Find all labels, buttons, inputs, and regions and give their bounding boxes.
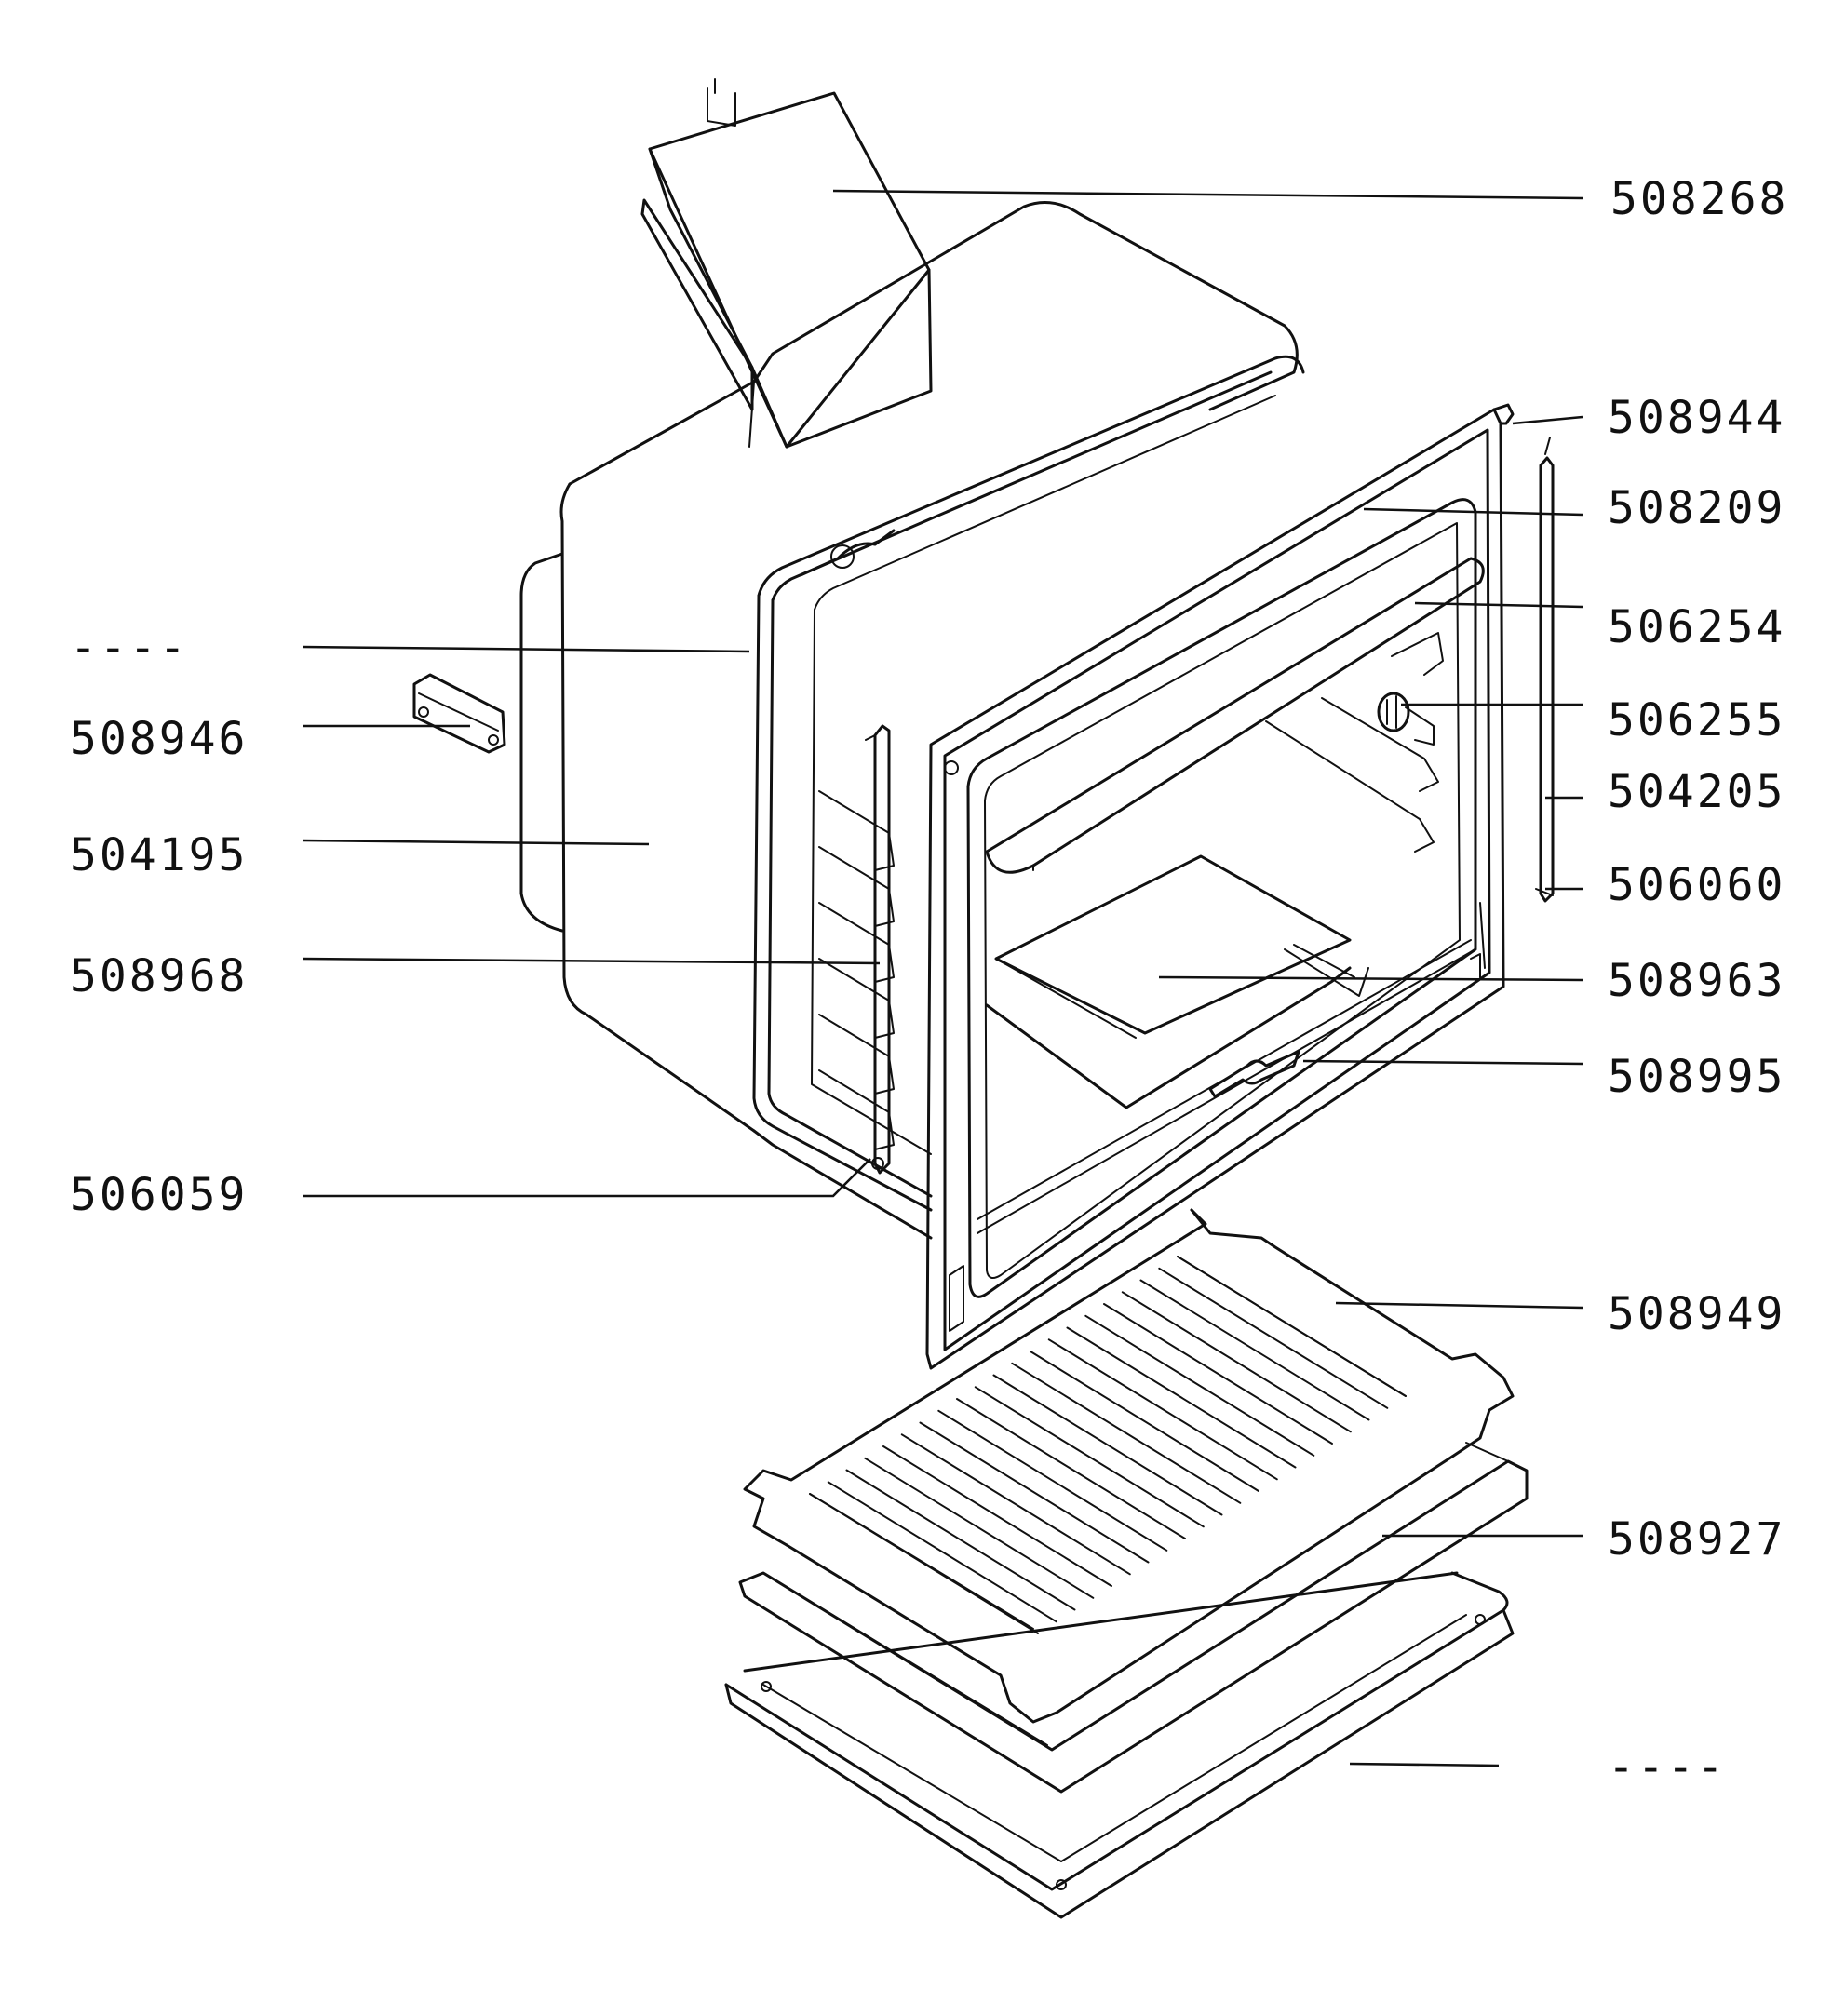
label-lamp: 506255	[1608, 694, 1785, 746]
back-panel-plate	[985, 854, 1369, 1109]
leader-wire-rack	[1335, 1301, 1583, 1310]
label-top-right: 508268	[1610, 173, 1788, 225]
label-left-rail-clip: 506059	[70, 1169, 248, 1221]
leader-bottom-strip	[1302, 1059, 1583, 1066]
leader-lines	[302, 189, 1583, 1767]
label-left-dash: ----	[70, 622, 189, 674]
rack-bar	[900, 1433, 1131, 1576]
rack-bar	[1066, 1326, 1297, 1469]
rack-bar	[919, 1421, 1150, 1564]
label-back-panel: 508963	[1608, 955, 1785, 1007]
leader-door-hinge	[1512, 415, 1583, 425]
leader-top-right	[832, 189, 1583, 200]
rack-bar	[1030, 1351, 1260, 1492]
label-right-rail-clip: 506060	[1608, 859, 1785, 911]
right-shelf-supports	[1265, 632, 1444, 853]
leader-bottom-frame	[1349, 1762, 1500, 1767]
rack-bar	[1011, 1362, 1242, 1504]
door-frame	[925, 403, 1515, 1370]
wire-rack	[743, 1208, 1515, 1724]
rack-bar	[992, 1374, 1223, 1516]
label-right-rail: 504205	[1608, 766, 1785, 818]
top-curved-shelf	[985, 557, 1485, 874]
label-door-seal: 508209	[1608, 482, 1785, 534]
left-shelf-supports	[818, 790, 895, 1150]
rack-bar	[845, 1469, 1076, 1611]
bottom-strip	[977, 939, 1476, 1234]
label-bottom-frame: ----	[1608, 1741, 1727, 1794]
rack-bar	[937, 1409, 1168, 1552]
rack-bars	[809, 1256, 1407, 1634]
leader-door-seal	[1363, 507, 1583, 517]
label-left-rail: 508968	[70, 950, 248, 1002]
label-top-shelf: 506254	[1608, 601, 1785, 653]
rack-bar	[1158, 1267, 1389, 1409]
label-left-bracket: 508946	[70, 713, 248, 765]
label-door-hinge: 508944	[1608, 392, 1785, 444]
label-wire-rack: 508949	[1608, 1288, 1785, 1340]
label-baking-tray: 508927	[1608, 1513, 1785, 1566]
leader-oven-cavity	[302, 839, 650, 846]
right-rail	[1535, 437, 1555, 903]
part-labels: 508268 508944 508209 506254 506255 50420…	[70, 173, 1788, 1794]
leader-left-dash	[302, 645, 750, 653]
fan-cover-box	[640, 78, 933, 449]
rack-bar	[956, 1398, 1186, 1539]
rack-bar	[1177, 1256, 1407, 1397]
rack-bar	[1047, 1338, 1278, 1481]
rack-bar	[1084, 1314, 1315, 1457]
rack-bar	[882, 1445, 1112, 1587]
leader-back-panel	[1158, 975, 1583, 982]
rack-bar	[1139, 1279, 1370, 1421]
oven-cavity-shell	[519, 201, 1299, 1240]
left-bracket	[412, 673, 506, 754]
leader-left-rail-clip	[303, 1158, 871, 1198]
rack-bar	[974, 1386, 1205, 1528]
leader-top-shelf	[1414, 601, 1583, 609]
baking-tray	[738, 1442, 1529, 1794]
cavity-front-frame	[752, 355, 1305, 1212]
lamp	[1377, 692, 1435, 746]
leader-left-rail	[302, 957, 881, 965]
rack-bar	[1103, 1303, 1333, 1445]
bottom-frame	[724, 1571, 1515, 1919]
label-oven-cavity: 504195	[70, 829, 248, 881]
left-rail	[865, 724, 891, 1175]
label-bottom-strip: 508995	[1608, 1051, 1785, 1103]
rack-bar	[864, 1457, 1095, 1599]
rack-bar	[809, 1493, 1039, 1634]
rack-bar	[1121, 1291, 1352, 1433]
rack-bar	[827, 1481, 1057, 1623]
